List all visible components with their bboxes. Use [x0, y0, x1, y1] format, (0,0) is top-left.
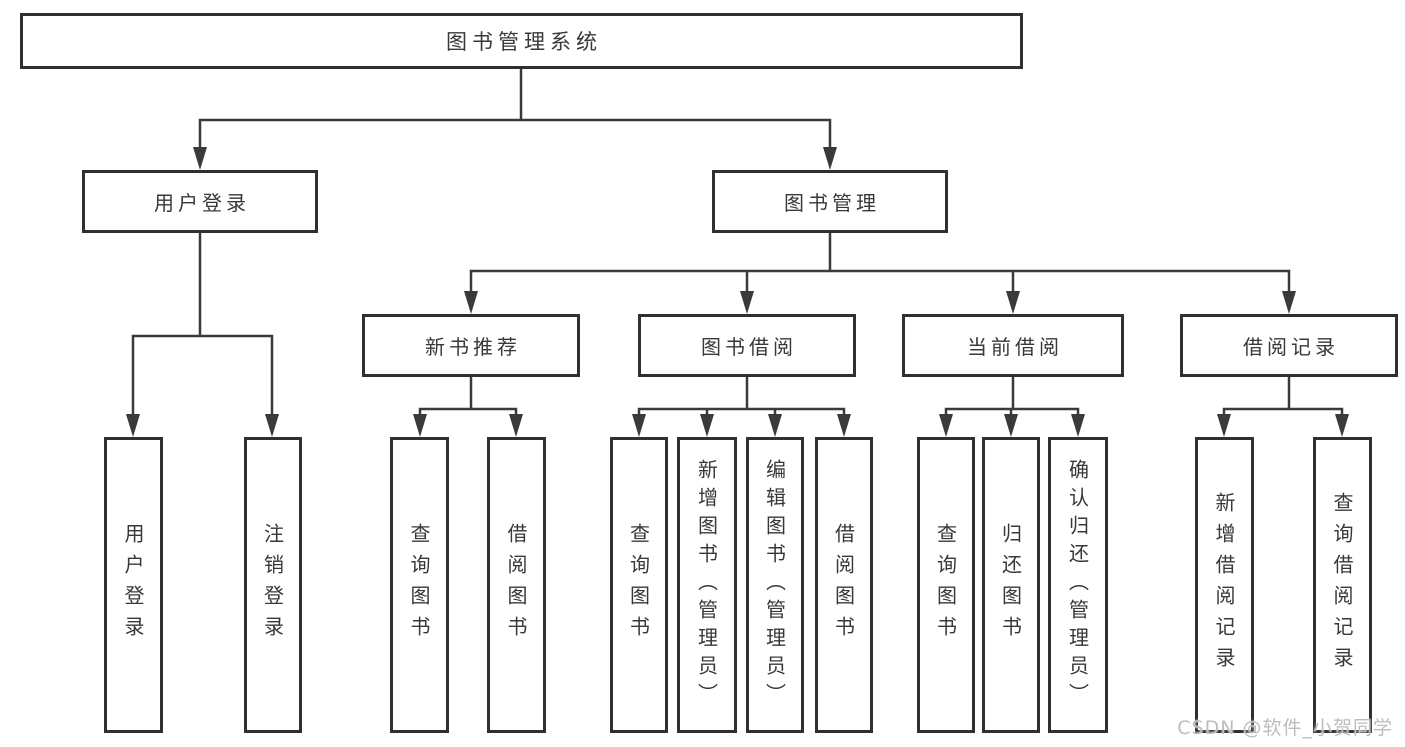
edge-root-to-level2: [198, 69, 832, 150]
node-user-login: 用户登录: [82, 170, 318, 233]
leaf-record-add-borrow-record: 新增借阅记录: [1195, 437, 1254, 733]
node-book-management: 图书管理: [712, 170, 948, 233]
leaf-borrow-add-books-admin: 新增图书（管理员）: [677, 437, 737, 733]
node-new-book-recommend: 新书推荐: [362, 314, 580, 377]
node-borrow-record: 借阅记录: [1180, 314, 1398, 377]
arrowhead-icon: [837, 414, 851, 437]
leaf-logout: 注销登录: [244, 437, 302, 733]
arrowhead-icon: [768, 414, 782, 437]
edge-bookborrow-to-leaves: [637, 377, 846, 419]
arrowhead-icon: [823, 147, 837, 170]
edge-bookmgmt-to-level3: [469, 233, 1291, 294]
leaf-borrow-query-books: 查询图书: [610, 437, 668, 733]
arrowhead-icon: [1282, 291, 1296, 314]
leaf-borrow-borrow-books: 借阅图书: [815, 437, 873, 733]
arrowhead-icon: [939, 414, 953, 437]
leaf-record-query-borrow-record: 查询借阅记录: [1313, 437, 1372, 733]
arrowhead-icon: [464, 291, 478, 314]
edge-newbook-to-leaves: [418, 377, 518, 419]
leaf-recommend-borrow-books: 借阅图书: [487, 437, 546, 733]
leaf-current-confirm-return-admin: 确认归还（管理员）: [1048, 437, 1108, 733]
csdn-watermark: CSDN @软件_小贺同学: [1177, 717, 1393, 739]
arrowhead-icon: [1006, 291, 1020, 314]
arrowhead-icon: [1335, 414, 1349, 437]
arrowhead-icon: [1071, 414, 1085, 437]
edge-currentborrow-to-leaves: [944, 377, 1080, 419]
leaf-current-query-books: 查询图书: [917, 437, 975, 733]
connector-arrowheads: [126, 147, 1349, 437]
leaf-user-login: 用户登录: [104, 437, 163, 733]
leaf-borrow-edit-books-admin: 编辑图书（管理员）: [746, 437, 804, 733]
node-book-borrow: 图书借阅: [638, 314, 856, 377]
edge-userlogin-to-leaves: [131, 233, 274, 418]
leaf-current-return-books: 归还图书: [982, 437, 1040, 733]
connector-edges: [131, 69, 1344, 419]
arrowhead-icon: [1217, 414, 1231, 437]
arrowhead-icon: [413, 414, 427, 437]
node-root-library-system: 图书管理系统: [20, 13, 1023, 69]
arrowhead-icon: [700, 414, 714, 437]
arrowhead-icon: [632, 414, 646, 437]
arrowhead-icon: [193, 147, 207, 170]
arrowhead-icon: [126, 414, 140, 437]
arrowhead-icon: [509, 414, 523, 437]
arrowhead-icon: [265, 414, 279, 437]
edge-borrowrecord-to-leaves: [1222, 377, 1344, 419]
node-current-borrow: 当前借阅: [902, 314, 1124, 377]
arrowhead-icon: [1004, 414, 1018, 437]
leaf-recommend-query-books: 查询图书: [390, 437, 449, 733]
arrowhead-icon: [740, 291, 754, 314]
